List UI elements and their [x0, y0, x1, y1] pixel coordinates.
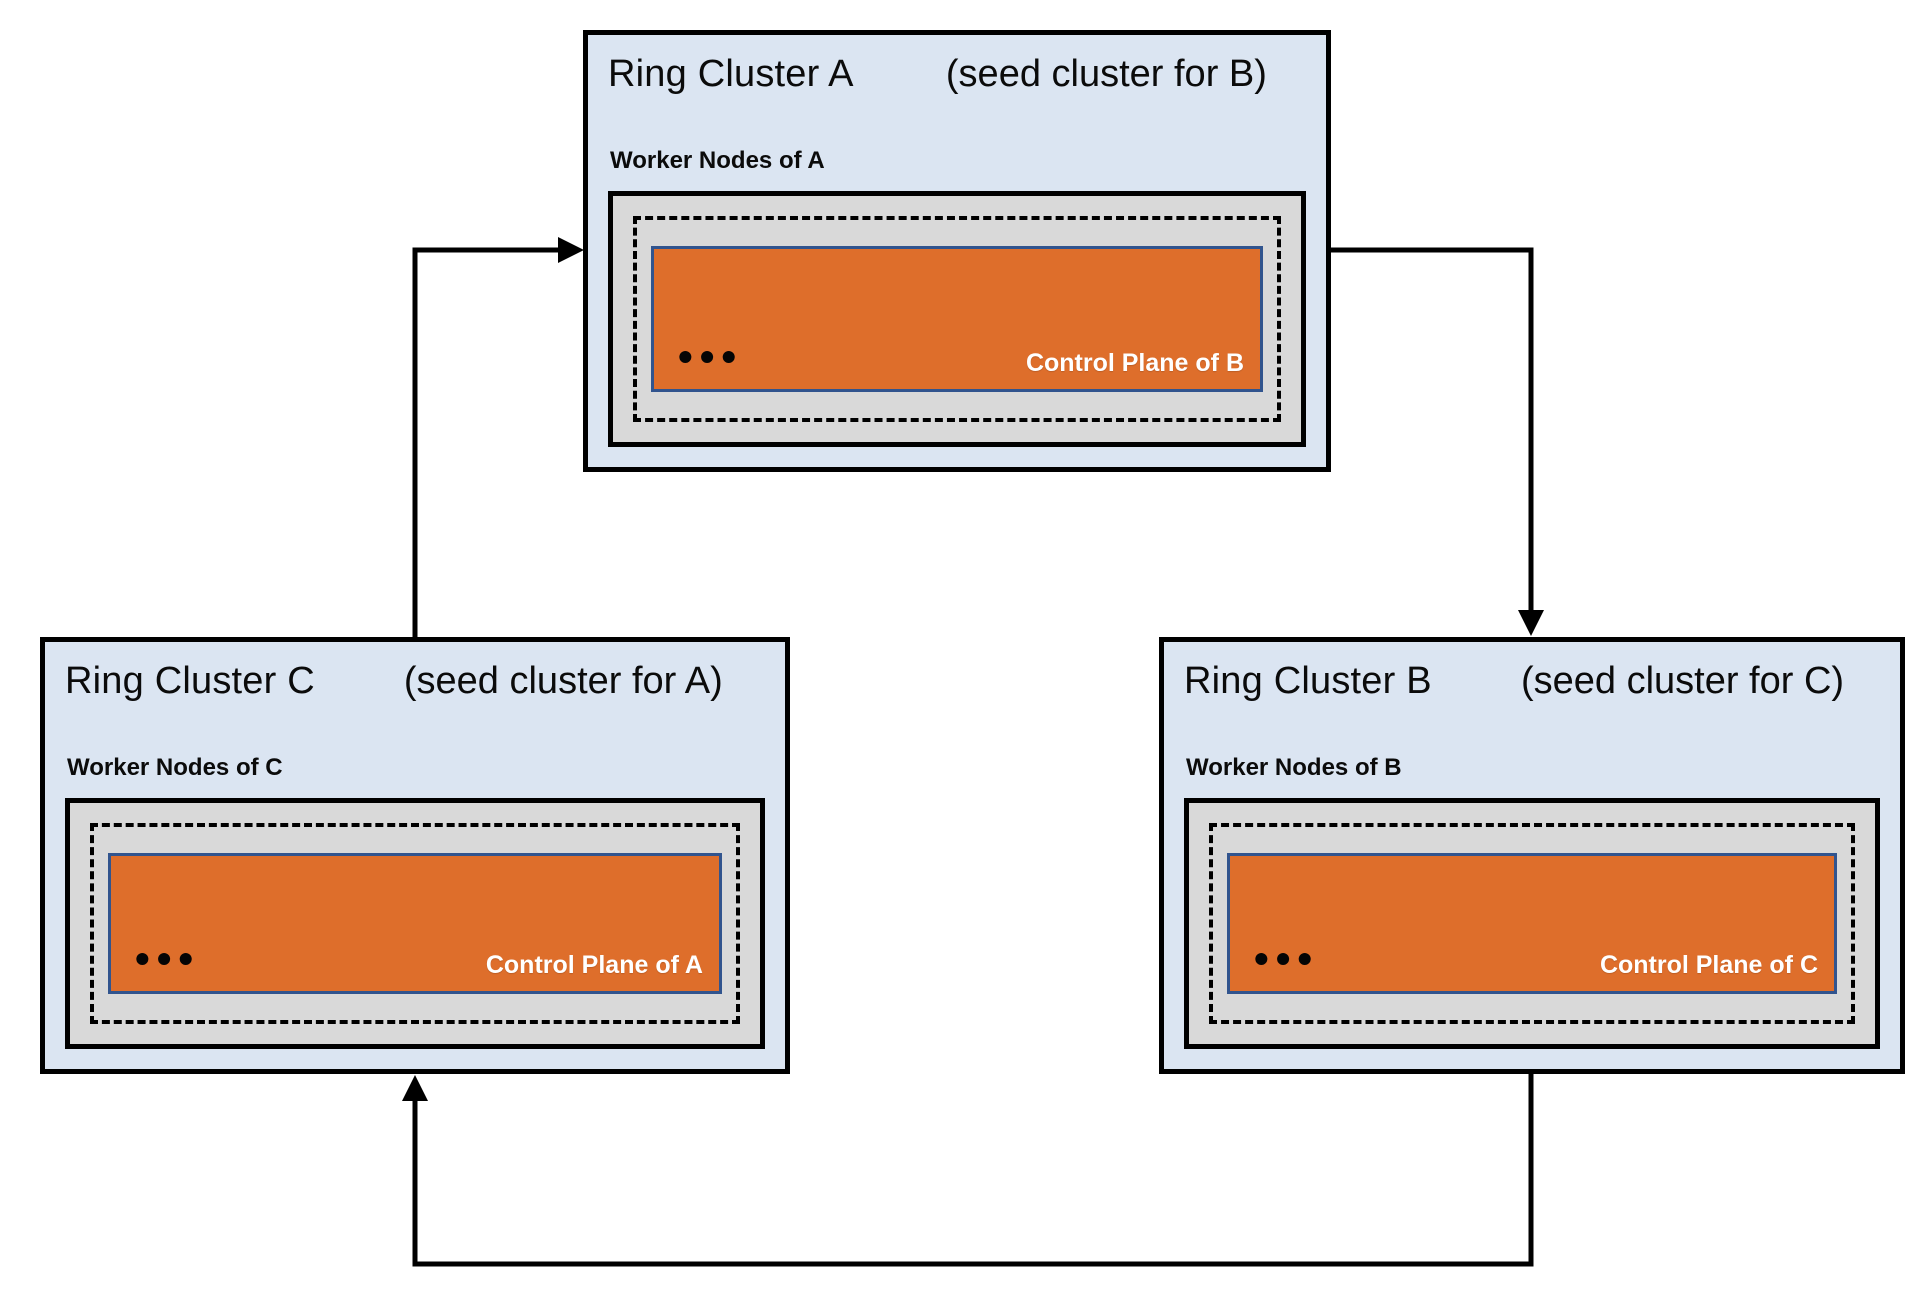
control-plane-label-c: Control Plane of C	[1599, 950, 1818, 979]
cluster-c-seed-note: (seed cluster for A)	[403, 660, 723, 702]
control-plane-box-of-a: ••• Control Plane of A	[108, 853, 722, 994]
dashed-boundary-c: ••• Control Plane of A	[90, 823, 740, 1024]
arrow-c-to-a	[412, 247, 562, 639]
ellipsis-dots: •••	[1254, 934, 1320, 982]
cluster-a-worker-label: Worker Nodes of A	[610, 147, 825, 174]
cluster-b-worker-label: Worker Nodes of B	[1186, 754, 1402, 781]
worker-nodes-box-a: ••• Control Plane of B	[608, 191, 1306, 447]
arrowhead-c-to-a	[558, 237, 584, 263]
dashed-boundary-b: ••• Control Plane of C	[1209, 823, 1855, 1024]
cluster-b-title: Ring Cluster B	[1184, 660, 1432, 702]
control-plane-label-a: Control Plane of A	[485, 950, 703, 979]
arrow-a-to-b	[1328, 247, 1534, 614]
arrowhead-b-to-c	[402, 1075, 428, 1101]
worker-nodes-box-c: ••• Control Plane of A	[65, 798, 765, 1049]
control-plane-box-of-b: ••• Control Plane of B	[651, 246, 1263, 392]
cluster-a: Ring Cluster A (seed cluster for B) Work…	[583, 30, 1331, 472]
ellipsis-dots: •••	[135, 934, 201, 982]
cluster-c-title-row: Ring Cluster C (seed cluster for A)	[65, 660, 771, 706]
cluster-a-title-row: Ring Cluster A (seed cluster for B)	[608, 53, 1312, 99]
cluster-a-seed-note: (seed cluster for B)	[945, 53, 1267, 95]
control-plane-label-b: Control Plane of B	[1025, 348, 1244, 377]
cluster-b-seed-note: (seed cluster for C)	[1520, 660, 1845, 702]
ellipsis-dots: •••	[678, 332, 744, 380]
dashed-boundary-a: ••• Control Plane of B	[633, 216, 1281, 422]
arrow-b-to-c	[412, 1072, 1534, 1267]
worker-nodes-box-b: ••• Control Plane of C	[1184, 798, 1880, 1049]
cluster-c: Ring Cluster C (seed cluster for A) Work…	[40, 637, 790, 1074]
cluster-c-title: Ring Cluster C	[65, 660, 315, 702]
cluster-b-title-row: Ring Cluster B (seed cluster for C)	[1184, 660, 1886, 706]
cluster-c-worker-label: Worker Nodes of C	[67, 754, 283, 781]
control-plane-box-of-c: ••• Control Plane of C	[1227, 853, 1837, 994]
cluster-a-title: Ring Cluster A	[608, 53, 854, 95]
cluster-b: Ring Cluster B (seed cluster for C) Work…	[1159, 637, 1905, 1074]
arrowhead-a-to-b	[1518, 610, 1544, 636]
